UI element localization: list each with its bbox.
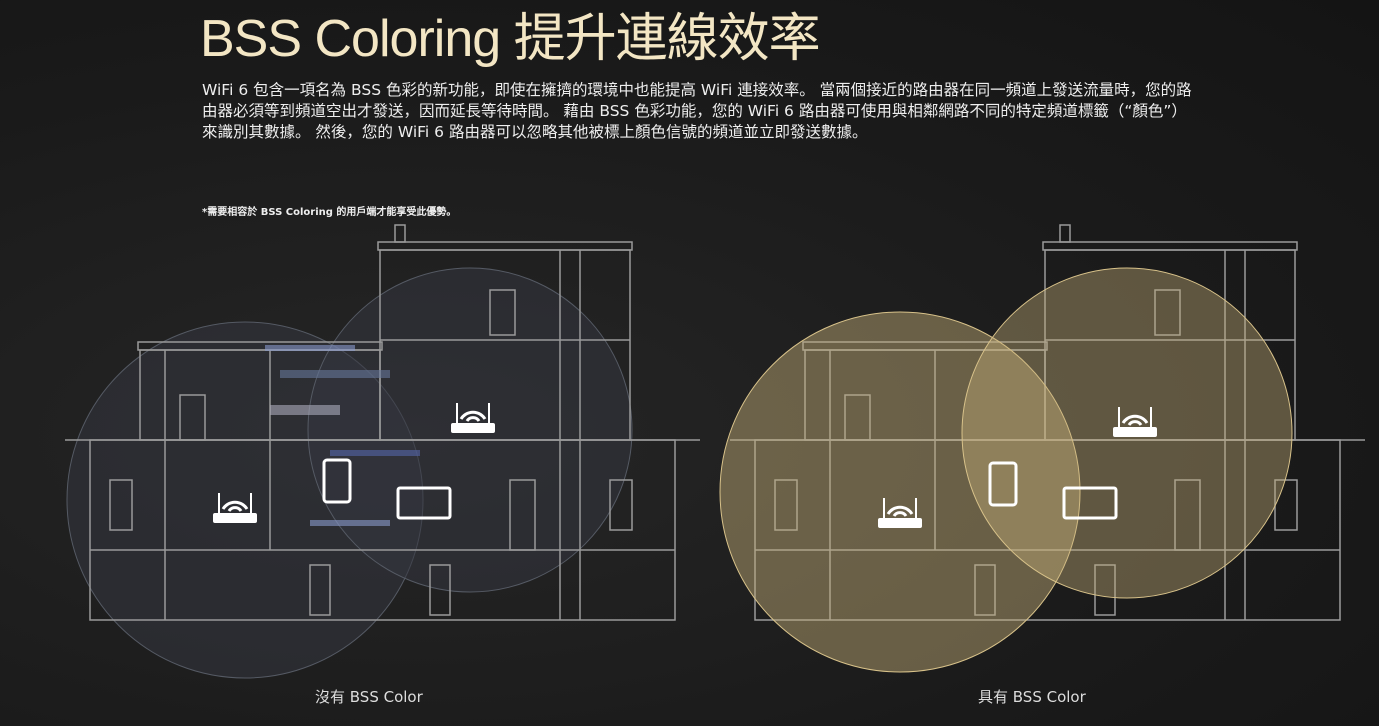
laptop-icon: [396, 486, 452, 520]
phone-icon: [988, 461, 1018, 507]
laptop-icon: [1062, 486, 1118, 520]
coverage-circle: [719, 311, 1081, 673]
diagram-with-bss: [719, 224, 1366, 673]
phone-icon: [322, 458, 352, 504]
footnote: *需要相容於 BSS Coloring 的用戶端才能享受此優勢。: [202, 207, 457, 218]
diagram-without-bss: [64, 224, 701, 679]
page-title: BSS Coloring 提升連線效率: [200, 10, 821, 68]
caption-without-bss: 沒有 BSS Color: [315, 688, 423, 706]
interference-noise: [265, 345, 420, 526]
caption-with-bss: 具有 BSS Color: [978, 688, 1086, 706]
description: WiFi 6 包含一項名為 BSS 色彩的新功能，即使在擁擠的環境中也能提高 W…: [202, 81, 1192, 141]
